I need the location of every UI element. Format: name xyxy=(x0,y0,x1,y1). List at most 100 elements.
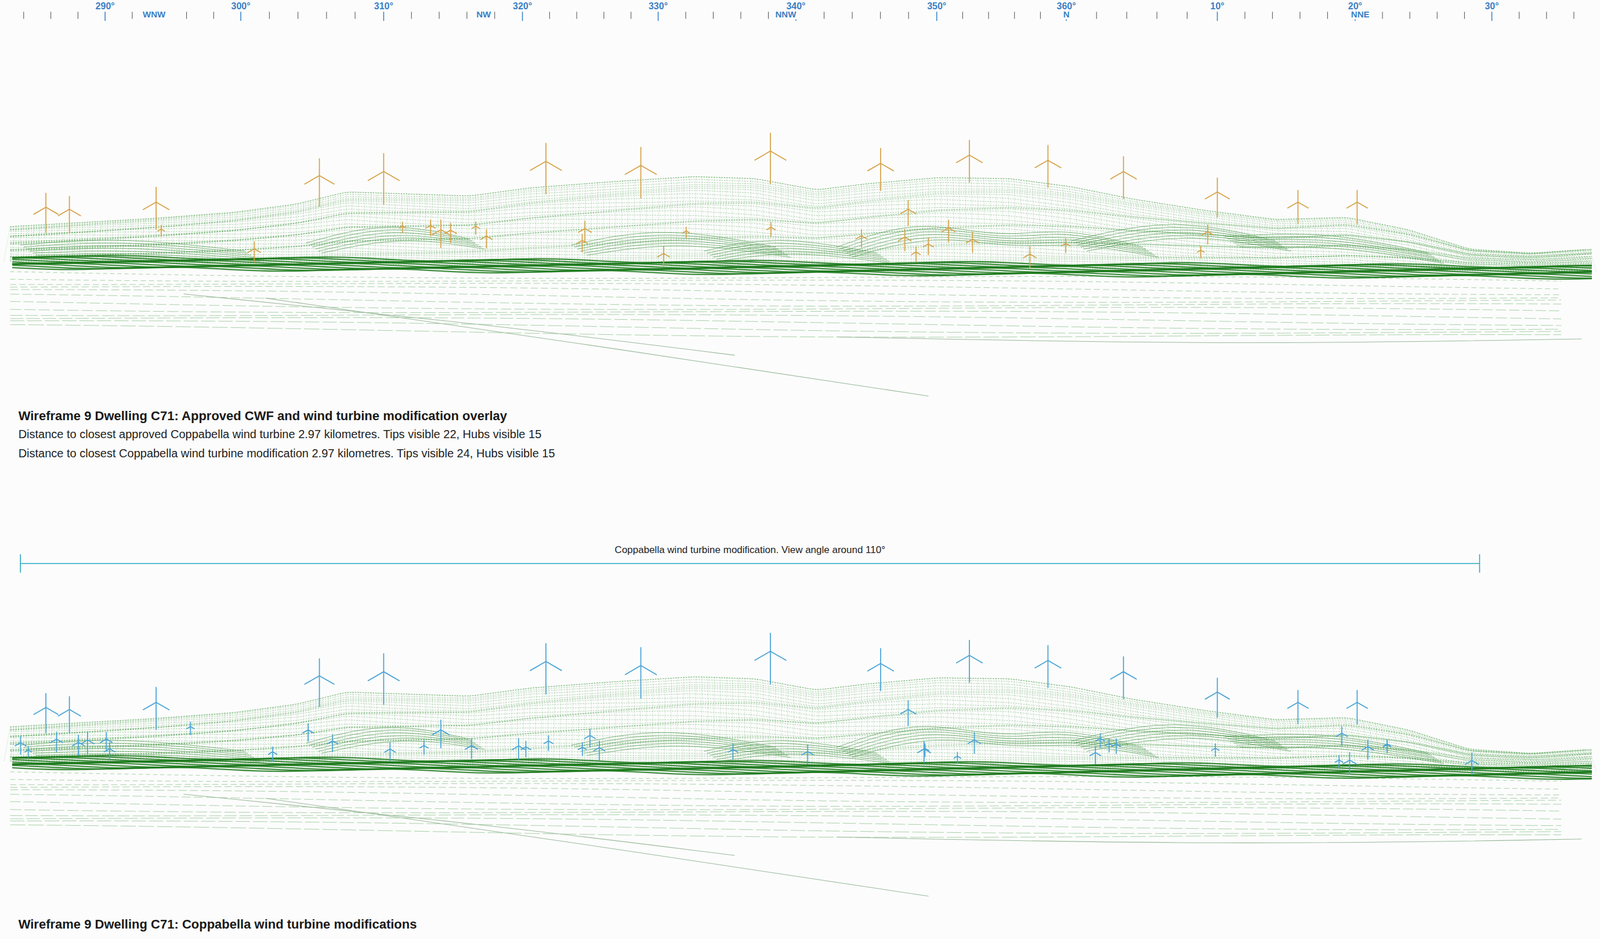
turbine-tower xyxy=(253,248,255,263)
turbine-blade xyxy=(581,233,584,241)
mesh-strand xyxy=(534,687,538,766)
wind-turbine xyxy=(530,642,563,695)
mesh-strand xyxy=(800,686,801,768)
turbine-blade xyxy=(268,751,273,755)
mesh-strand xyxy=(182,715,188,763)
minor-tick xyxy=(186,11,187,19)
mesh-strand xyxy=(953,177,955,269)
mesh-strand xyxy=(195,214,201,263)
minor-tick xyxy=(908,11,910,19)
turbine-tower xyxy=(924,748,926,758)
turbine-blade xyxy=(1116,743,1121,747)
minor-tick xyxy=(630,11,632,19)
turbine-tower xyxy=(382,671,385,705)
turbine-tower xyxy=(915,251,917,262)
minor-tick xyxy=(1272,11,1273,19)
turbine-blade xyxy=(486,229,488,237)
turbine-blade xyxy=(45,192,47,208)
turbine-blade xyxy=(589,728,591,736)
turbine-blade xyxy=(545,661,562,671)
turbine-blade xyxy=(399,225,403,228)
turbine-tower xyxy=(27,749,30,758)
mesh-contour xyxy=(10,707,1592,762)
turbine-tower xyxy=(806,751,809,765)
foreground-line xyxy=(10,771,1562,781)
minor-tick xyxy=(1436,11,1438,19)
turbine-blade xyxy=(425,225,431,228)
mesh-strand xyxy=(571,684,574,766)
turbine-blade xyxy=(1383,743,1388,747)
turbine-blade xyxy=(1356,201,1368,209)
small-turbine xyxy=(801,744,814,765)
compass-point: NNW xyxy=(772,9,799,20)
mesh-strand xyxy=(312,699,317,764)
horizon-band xyxy=(12,766,1592,780)
wind-turbine xyxy=(1034,145,1062,188)
turbine-tower xyxy=(972,239,974,253)
turbine-blade xyxy=(1023,254,1031,259)
turbine-blade xyxy=(754,150,771,161)
mesh-strand xyxy=(448,195,452,266)
minor-tick xyxy=(1186,11,1188,19)
turbine-blade xyxy=(927,237,929,245)
turbine-blade xyxy=(106,739,112,743)
mesh-strand xyxy=(553,185,556,266)
mesh-strand xyxy=(553,685,556,766)
mesh-strand xyxy=(472,194,476,265)
wind-turbine xyxy=(900,700,917,726)
turbine-tower xyxy=(956,755,958,764)
turbine-blade xyxy=(14,742,21,747)
turbine-blade xyxy=(769,132,771,152)
turbine-blade xyxy=(915,246,917,252)
turbine-blade xyxy=(900,708,909,714)
turbine-blade xyxy=(1367,739,1369,747)
turbine-tower xyxy=(545,161,547,195)
turbine-blade xyxy=(525,746,531,750)
mesh-strand xyxy=(928,678,930,768)
turbine-blade xyxy=(685,226,687,231)
turbine-tower xyxy=(1367,746,1369,760)
turbine-tower xyxy=(1349,759,1351,775)
turbine-blade xyxy=(545,161,562,171)
mesh-strand xyxy=(1265,718,1269,770)
small-turbine xyxy=(419,740,429,755)
turbine-tower xyxy=(581,240,584,253)
turbine-tower xyxy=(1207,231,1209,245)
turbine-blade xyxy=(1471,752,1473,761)
turbine-blade xyxy=(1089,752,1096,756)
mesh-strand xyxy=(4,226,11,262)
mesh-strand xyxy=(392,693,397,765)
turbine-blade xyxy=(430,225,436,228)
mesh-strand xyxy=(195,714,201,763)
turbine-tower xyxy=(475,226,477,235)
minor-tick xyxy=(823,11,825,19)
turbine-blade xyxy=(640,646,642,666)
turbine-blade xyxy=(948,227,956,233)
turbine-tower xyxy=(640,665,642,699)
turbine-blade xyxy=(27,745,30,750)
turbine-tower xyxy=(155,701,157,730)
turbine-blade xyxy=(1110,671,1124,679)
turbine-blade xyxy=(947,219,950,228)
small-turbine xyxy=(728,743,738,760)
turbine-blade xyxy=(1115,737,1117,744)
turbine-blade xyxy=(1387,743,1391,747)
mesh-strand xyxy=(898,681,899,769)
turbine-blade xyxy=(911,251,917,255)
turbine-blade xyxy=(599,747,606,751)
turbine-blade xyxy=(1356,189,1358,202)
small-turbine xyxy=(1196,245,1205,259)
turbine-blade xyxy=(1297,201,1309,209)
mesh-strand xyxy=(898,181,899,269)
distance-note: Distance to closest Coppabella wind turb… xyxy=(18,446,556,461)
turbine-blade xyxy=(1200,250,1205,253)
turbine-blade xyxy=(928,243,934,247)
foreground-line xyxy=(10,809,1562,819)
turbine-blade xyxy=(77,734,79,742)
turbine-blade xyxy=(1336,732,1342,737)
turbine-blade xyxy=(1217,177,1219,193)
small-turbine xyxy=(898,229,912,252)
turbine-tower xyxy=(189,726,191,736)
turbine-blade xyxy=(907,708,917,714)
turbine-blade xyxy=(1099,732,1102,738)
